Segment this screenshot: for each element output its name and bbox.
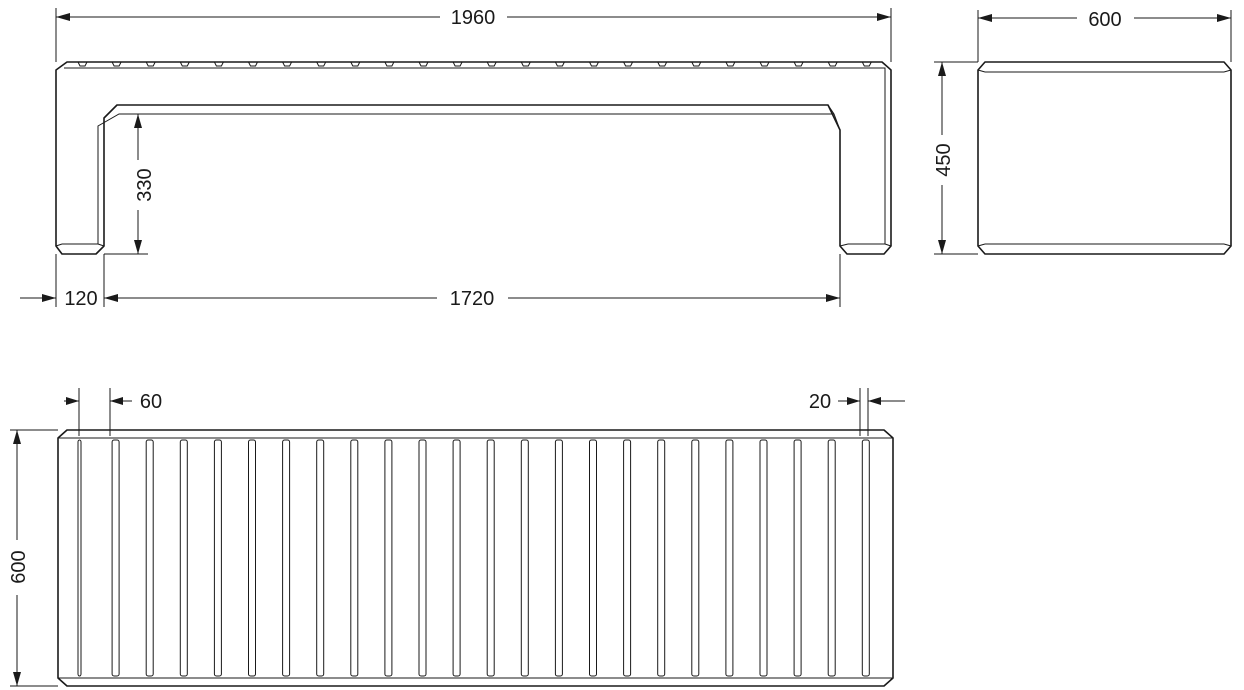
plan-view xyxy=(57,429,894,687)
slat-gap-13 xyxy=(486,439,495,677)
leg-chamfer-left xyxy=(55,243,105,247)
slat-gap-5 xyxy=(213,439,222,677)
slat-gap-7 xyxy=(282,439,291,677)
slat-notch-4 xyxy=(179,61,190,67)
slat-notch-22 xyxy=(793,61,804,67)
slat-notch-11 xyxy=(418,61,429,67)
dimension-slat-pitch: 60 xyxy=(64,388,162,436)
slat-notch-1 xyxy=(77,61,88,67)
slat-gap-2 xyxy=(111,439,120,677)
dimension-leg-and-span: 120 1720 xyxy=(20,254,841,310)
slat-gap-14 xyxy=(520,439,529,677)
slat-notch-21 xyxy=(759,61,770,67)
dimension-leg-clearance: 330 xyxy=(104,114,156,255)
dimension-height: 450 xyxy=(933,61,978,255)
slat-notch-24 xyxy=(861,61,872,67)
slat-gap-24 xyxy=(861,439,870,677)
slat-gap-1 xyxy=(77,439,82,677)
dim-label-600-side: 600 xyxy=(1088,9,1121,31)
dim-label-1720: 1720 xyxy=(450,288,495,310)
seat-chamfer-inner xyxy=(827,104,841,131)
slat-notch-12 xyxy=(452,61,463,67)
dim-label-600-plan: 600 xyxy=(8,550,30,583)
slat-notch-9 xyxy=(350,61,361,67)
slat-gap-17 xyxy=(623,439,632,677)
slat-gap-9 xyxy=(350,439,359,677)
slat-gap-8 xyxy=(316,439,325,677)
slat-notch-8 xyxy=(316,61,327,67)
slat-gap-16 xyxy=(589,439,597,677)
dimension-slat-gap: 20 xyxy=(809,388,905,436)
slat-notch-13 xyxy=(486,61,497,67)
slat-gap-23 xyxy=(827,439,836,677)
slat-gap-21 xyxy=(759,439,768,677)
slat-notch-6 xyxy=(248,61,258,67)
slat-gap-3 xyxy=(145,439,154,677)
slat-notches xyxy=(77,61,872,67)
slat-notch-20 xyxy=(725,61,736,67)
bench-outline-inner xyxy=(62,67,886,245)
slat-gap-18 xyxy=(657,439,666,677)
slat-notch-10 xyxy=(384,61,395,67)
slat-notch-5 xyxy=(213,61,224,67)
slat-notch-23 xyxy=(827,61,838,67)
slat-gap-19 xyxy=(691,439,700,677)
front-elevation-view xyxy=(55,61,892,255)
dim-label-120: 120 xyxy=(64,288,97,310)
dim-label-60: 60 xyxy=(140,391,162,413)
dim-label-20: 20 xyxy=(809,391,831,413)
dimension-overall-length: 1960 xyxy=(55,7,892,62)
slat-gap-4 xyxy=(179,439,188,677)
slat-notch-18 xyxy=(657,61,668,67)
dim-label-330: 330 xyxy=(134,168,156,201)
slat-gap-11 xyxy=(418,439,427,677)
slat-notch-17 xyxy=(623,61,634,67)
slat-notch-14 xyxy=(520,61,531,67)
dim-label-450: 450 xyxy=(933,143,955,176)
slat-gap-6 xyxy=(248,439,256,677)
side-elevation-view xyxy=(977,61,1232,255)
slat-gap-15 xyxy=(554,439,563,677)
slat-notch-7 xyxy=(282,61,293,67)
slat-gap-20 xyxy=(725,439,734,677)
slat-gap-10 xyxy=(384,439,393,677)
slat-notch-19 xyxy=(691,61,702,67)
slat-gap-22 xyxy=(793,439,802,677)
slat-notch-3 xyxy=(145,61,156,67)
dimension-plan-depth: 600 xyxy=(8,429,58,687)
dimension-side-depth: 600 xyxy=(977,9,1232,62)
dim-label-1960: 1960 xyxy=(451,7,496,29)
seat-slats xyxy=(77,439,870,677)
bench-outline-outer xyxy=(55,61,892,255)
leg-chamfer-right xyxy=(839,243,892,247)
slat-gap-12 xyxy=(452,439,461,677)
slat-notch-16 xyxy=(589,61,599,67)
slat-notch-2 xyxy=(111,61,122,67)
slat-notch-15 xyxy=(554,61,565,67)
